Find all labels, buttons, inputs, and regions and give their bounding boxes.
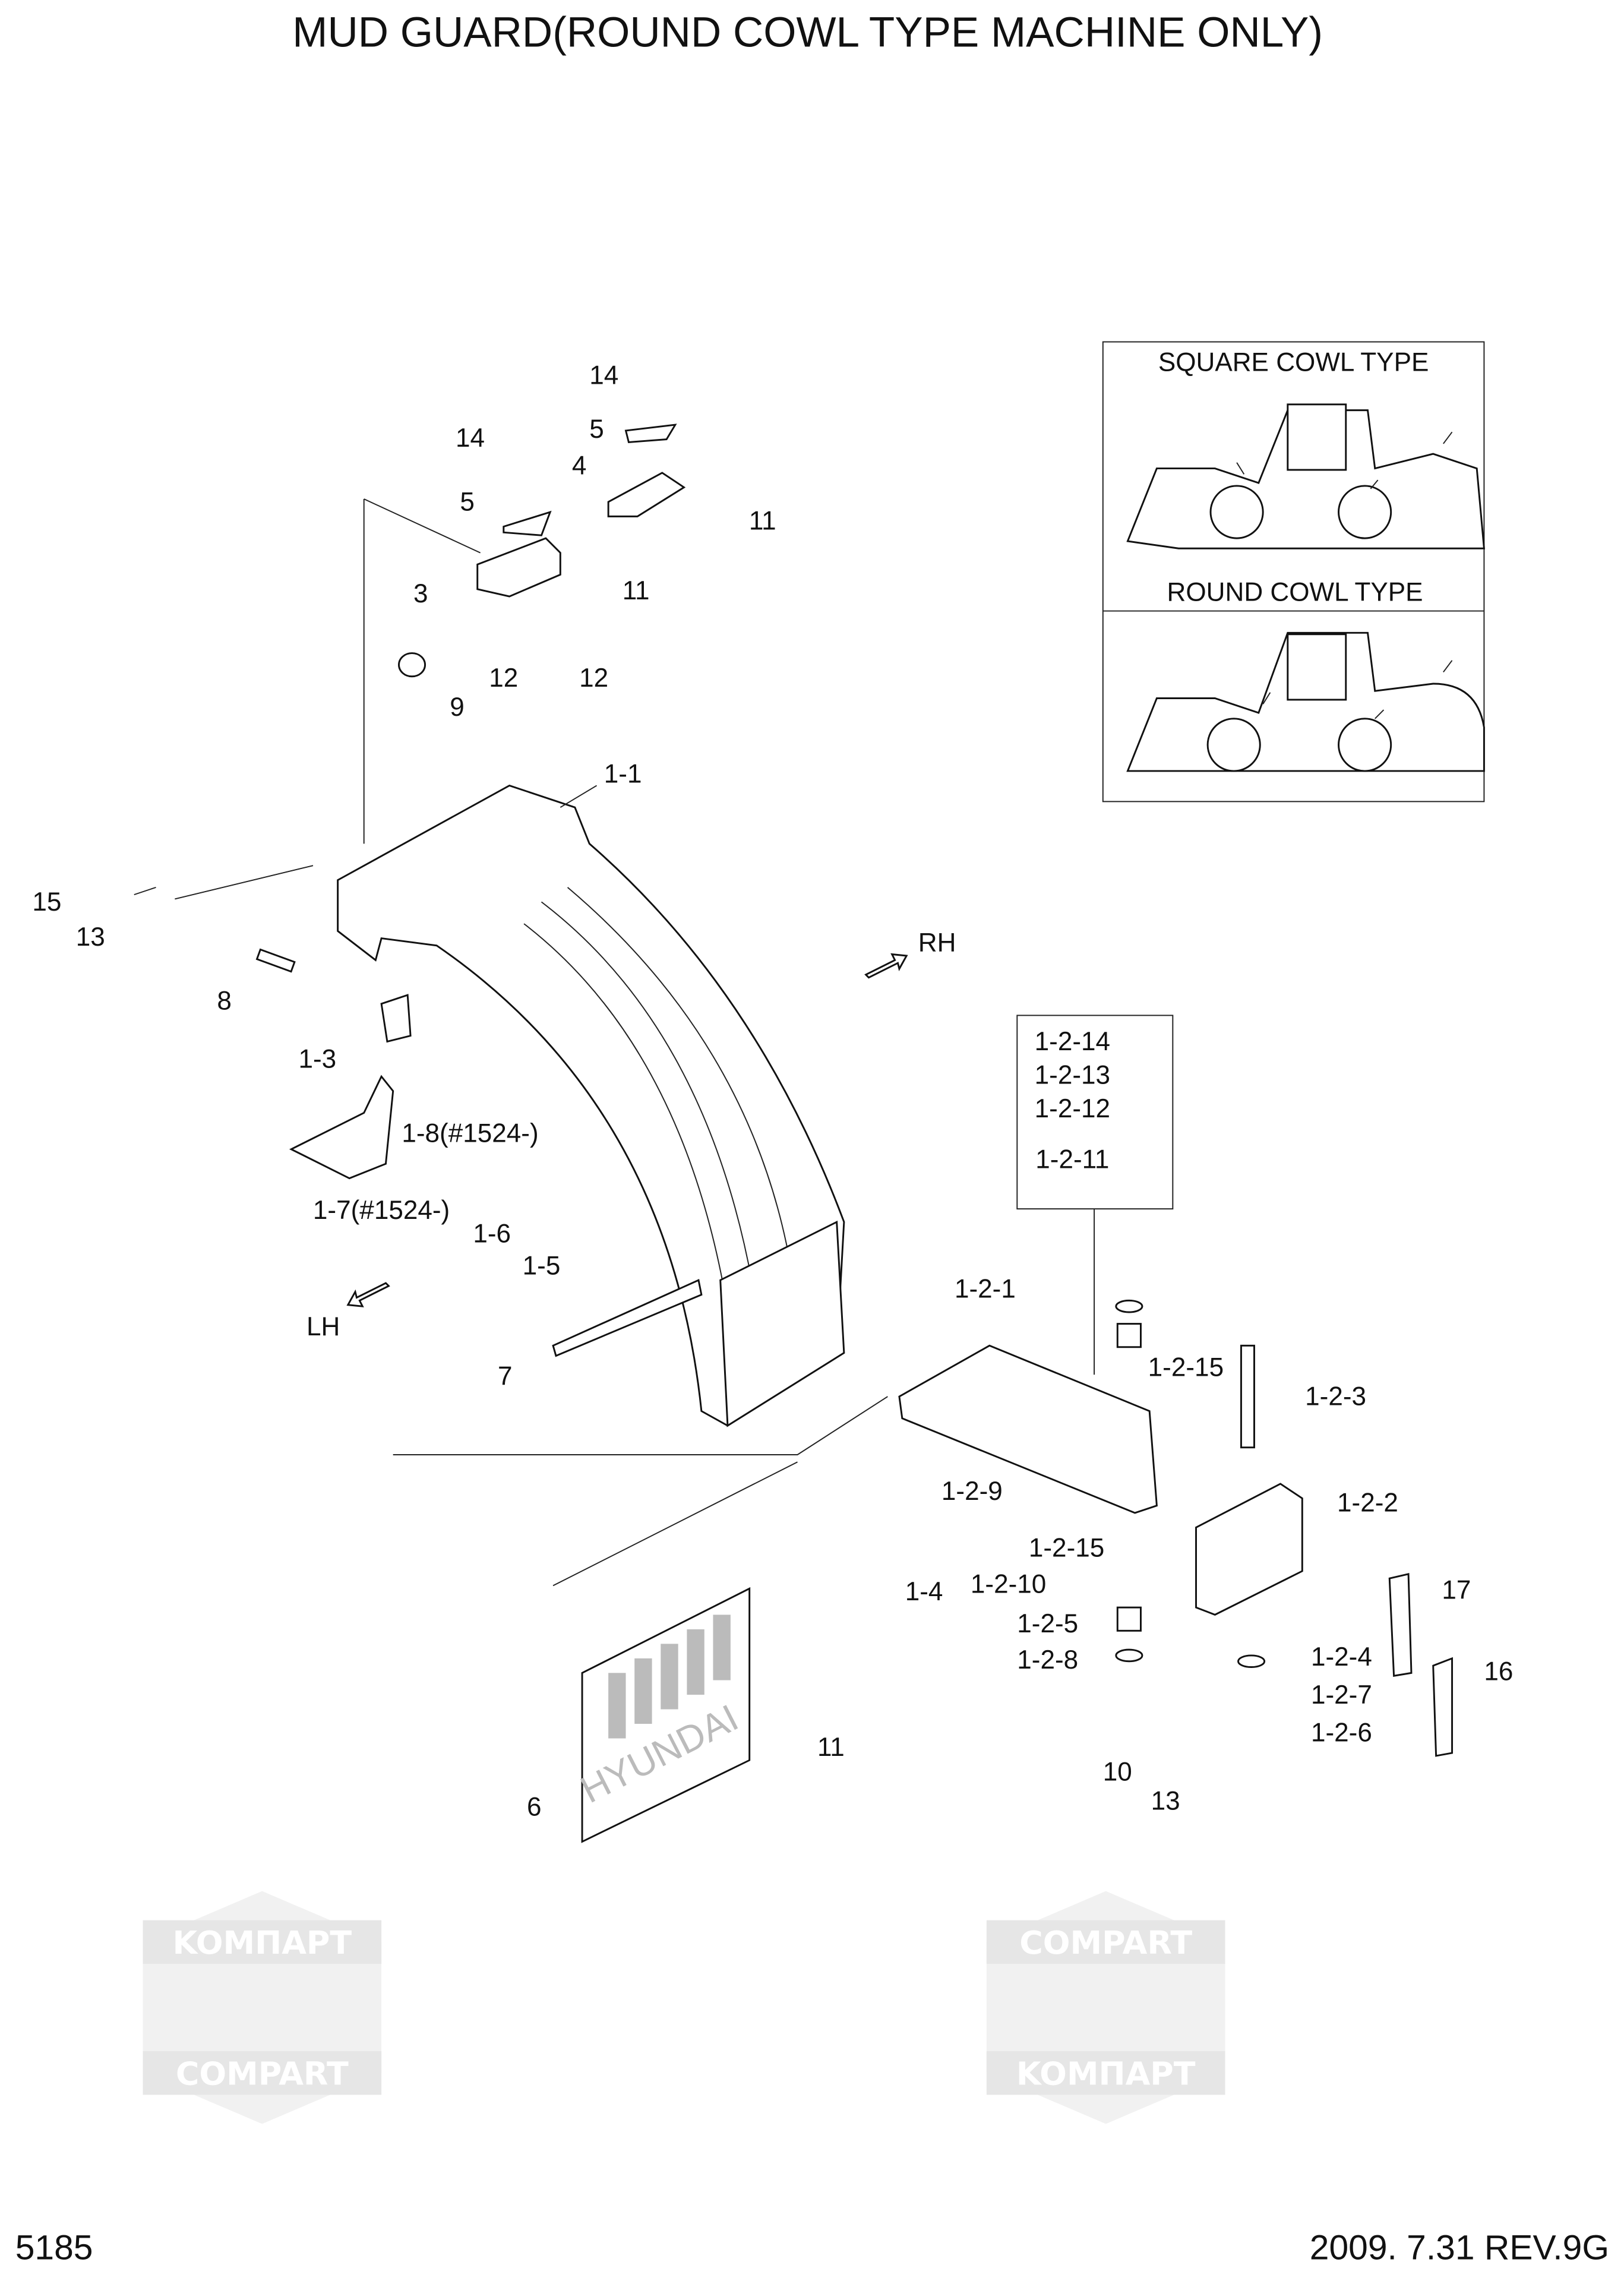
callout: 13 [1151,1787,1180,1816]
callouts: 14 5 4 11 14 5 3 11 12 12 9 1-1 15 13 8 … [32,361,1513,1822]
callout: 1-2-12 [1035,1094,1110,1123]
callout: 11 [817,1733,845,1762]
callout: 11 [623,576,650,605]
brackets [255,424,703,1357]
callout: 1-2-10 [971,1570,1046,1599]
callout: 12 [579,664,608,693]
watermark-tile [143,1920,382,1964]
callout: 1-2-8 [1017,1645,1078,1675]
callout: 16 [1484,1657,1513,1686]
round-cowl-label: ROUND COWL TYPE [1167,577,1423,606]
fender-1-1 [337,784,845,1427]
callout: 6 [527,1792,542,1821]
callout: 1-4 [905,1577,943,1606]
watermark-compart: COMPART [1019,1924,1192,1961]
mudflap-6: HYUNDAI [574,1587,751,1843]
callout: 10 [1103,1758,1132,1787]
watermark-compart: COMPART [176,2055,349,2092]
callout: 1-5 [523,1251,561,1280]
callout: 5 [460,488,475,517]
page-number: 5185 [15,2228,93,2267]
watermark-tile [986,2051,1225,2095]
callout: 8 [217,987,232,1016]
watermark-kompart: KOMПАРТ [1016,2055,1196,2092]
square-cowl-loader-image [1126,403,1486,549]
callout: 17 [1442,1575,1471,1604]
callout: 13 [76,922,105,952]
callout: 15 [32,887,61,917]
callout: 1-3 [298,1045,336,1074]
callout: 1-2-5 [1017,1609,1078,1638]
callout: 1-2-15 [1029,1533,1104,1562]
round-cowl-loader-image [1126,631,1485,772]
callout: 1-2-11 [1035,1145,1109,1174]
callout: 1-1 [604,760,642,789]
square-cowl-label: SQUARE COWL TYPE [1158,347,1429,377]
callout: 5 [589,415,604,444]
hinge-assembly [393,1015,1454,1757]
callout: 1-7(#1524-) [313,1196,450,1225]
callout: 1-8(#1524-) [402,1119,538,1148]
callout: 12 [489,664,518,693]
callout: 11 [749,506,776,535]
direction-arrows [346,953,908,1307]
callout: 3 [413,579,428,608]
callout: 1-2-13 [1035,1060,1110,1089]
watermark-tile [986,1920,1225,1964]
watermark-tile [143,2051,382,2095]
callout: 7 [498,1361,513,1391]
cowl-type-inset: SQUARE COWL TYPE ROUND COWL TYPE [1102,341,1486,803]
callout: 1-2-9 [941,1477,1003,1506]
callout: 1-6 [473,1219,511,1248]
callout: 1-2-2 [1337,1488,1398,1517]
callout: 1-2-4 [1311,1642,1372,1672]
callout: 1-2-7 [1311,1680,1372,1710]
leader-lines [134,498,598,900]
direction-rh: RH [918,928,956,958]
callout: 1-2-15 [1148,1353,1224,1382]
callout: 4 [572,451,587,480]
date-revision: 2009. 7.31 REV.9G [1310,2228,1609,2267]
callout: 14 [589,361,618,390]
watermark-layer: KOMПАРТ COMPART COMPART KOMПАРТ [143,1891,1225,2124]
watermark-kompart: KOMПАРТ [172,1924,352,1961]
callout: 1-2-1 [955,1274,1016,1303]
callout: 1-2-6 [1311,1718,1372,1747]
callout: 9 [450,693,465,722]
callout: 1-2-3 [1305,1382,1366,1411]
callout: 1-2-14 [1035,1027,1110,1056]
callout: 14 [456,424,485,453]
page-title: MUD GUARD(ROUND COWL TYPE MACHINE ONLY) [292,9,1323,56]
direction-lh: LH [307,1312,340,1341]
